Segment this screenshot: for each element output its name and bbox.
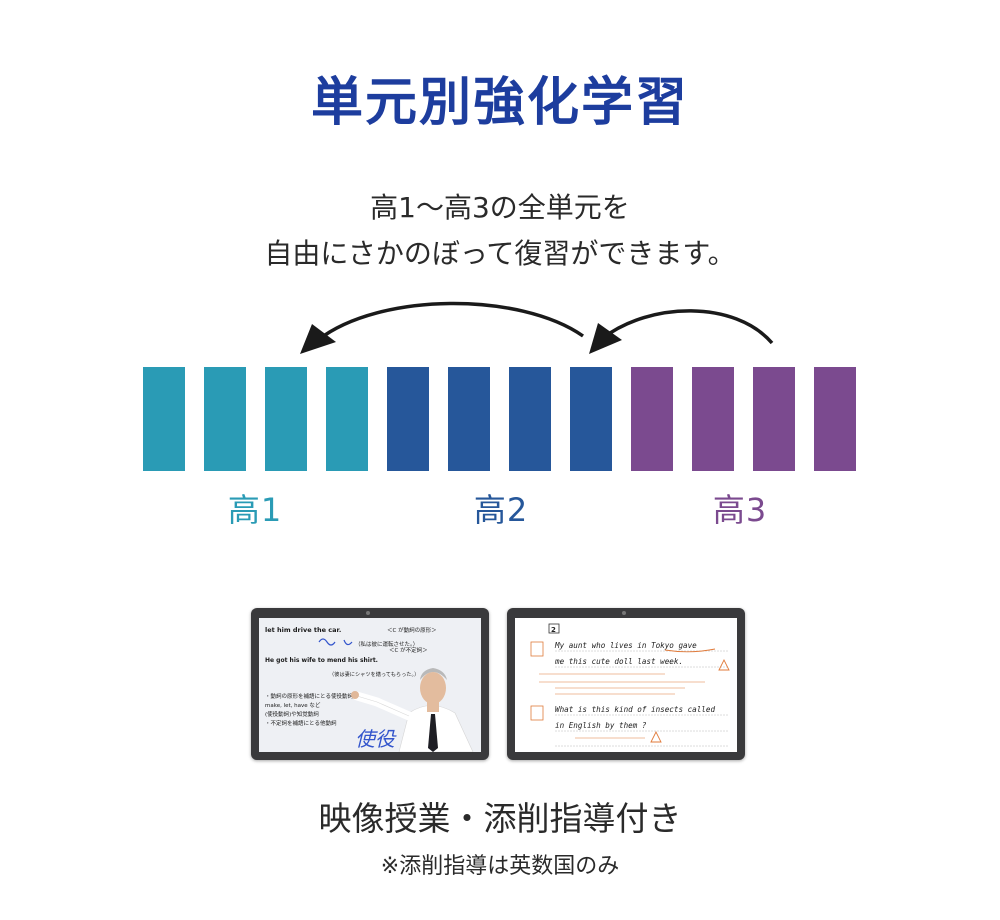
unit-bar-k3-3 [753, 367, 795, 471]
unit-bar-k3-1 [631, 367, 673, 471]
unit-bar-k1-3 [265, 367, 307, 471]
long-back-arrow-head [300, 324, 336, 354]
teacher-figure [351, 668, 474, 752]
camera-dot [622, 611, 626, 615]
unit-bar-k3-2 [692, 367, 734, 471]
footnote: ※添削指導は英数国のみ [380, 854, 620, 879]
board-bullet-3: (使役動詞)や知覚動詞 [265, 710, 319, 718]
board-line-1: let him drive the car. [265, 626, 341, 634]
board-line-2: He got his wife to mend his shirt. [265, 657, 378, 664]
board-bullet-1: ・動詞の原形を補語にとる使役動詞 [265, 692, 354, 700]
correction-tablet: 2 My aunt who lives in Tokyo gave me thi… [507, 608, 745, 760]
board-bullet-2: make, let, have など [265, 701, 321, 709]
unit-bar-k1-1 [143, 367, 185, 471]
long-back-arrow [316, 301, 585, 342]
answer-2a: What is this kind of insects called [555, 705, 715, 714]
review-arrows [300, 301, 774, 354]
grade-label-k1: 高1 [227, 491, 283, 529]
answer-1b: me this cute doll last week. [554, 657, 683, 666]
board-bullet-4: ・不定詞を補語にとる他動詞 [265, 719, 337, 727]
grade-label-k3: 高3 [712, 491, 768, 529]
unit-bar-k1-2 [204, 367, 246, 471]
subtitle: 高1〜高3の全単元を 自由にさかのぼって復習ができます。 [0, 185, 1000, 277]
answer-1a: My aunt who lives in Tokyo gave [554, 641, 697, 650]
board-tag-2: ＜C が不定詞＞ [389, 646, 428, 654]
correction-sheet: 2 My aunt who lives in Tokyo gave me thi… [515, 618, 737, 752]
unit-bars [0, 367, 1000, 471]
video-lesson-screen: let him drive the car. ＜C が動詞の原形＞ （私は彼に運… [259, 618, 481, 752]
board-tag-1: ＜C が動詞の原形＞ [387, 626, 437, 634]
unit-bar-k2-3 [509, 367, 551, 471]
unit-bar-k2-2 [448, 367, 490, 471]
short-back-arrow-head [589, 323, 622, 354]
svg-text:2: 2 [551, 626, 556, 634]
subtitle-line-2: 自由にさかのぼって復習ができます。 [264, 237, 736, 270]
short-back-arrow [601, 309, 774, 345]
correction-screen: 2 My aunt who lives in Tokyo gave me thi… [515, 618, 737, 752]
caption: 映像授業・添削指導付き [318, 799, 682, 838]
subtitle-line-1: 高1〜高3の全単元を [370, 191, 630, 224]
video-lesson-board: let him drive the car. ＜C が動詞の原形＞ （私は彼に運… [259, 618, 481, 752]
unit-bar-k3-4 [814, 367, 856, 471]
camera-dot [366, 611, 370, 615]
board-trans-2: （彼は妻にシャツを繕ってもらった。） [329, 670, 419, 678]
answer-2b: in English by them ? [555, 721, 647, 730]
unit-bar-k2-4 [570, 367, 612, 471]
board-handwriting: 使役 [355, 727, 397, 751]
unit-bar-k1-4 [326, 367, 368, 471]
video-lesson-tablet: let him drive the car. ＜C が動詞の原形＞ （私は彼に運… [251, 608, 489, 760]
board-trans-1: （私は彼に運転させた。） [355, 640, 418, 648]
page-title: 単元別強化学習 [310, 73, 689, 133]
grade-label-k2: 高2 [473, 491, 529, 529]
unit-bar-k2-1 [387, 367, 429, 471]
